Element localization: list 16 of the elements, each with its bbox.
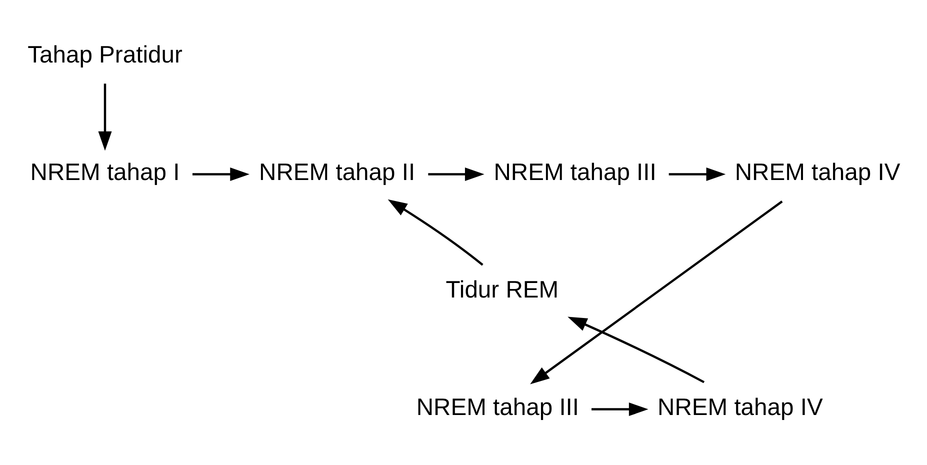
node-text: NREM tahap I [30, 158, 180, 186]
arrow [98, 83, 112, 150]
arrow [388, 198, 484, 266]
arrow [568, 316, 705, 383]
node-text: NREM tahap IV [734, 158, 900, 186]
arrow [428, 166, 484, 181]
node-text: NREM tahap IV [658, 393, 823, 420]
arrow [530, 200, 783, 384]
node-text: NREM tahap III [416, 393, 580, 420]
arrow [592, 402, 648, 416]
arrow [192, 166, 250, 181]
node-text: Tahap Pratidur [28, 40, 182, 68]
node-text: NREM tahap III [494, 158, 656, 186]
arrow [668, 166, 726, 181]
node-text: Tidur REM [446, 276, 559, 303]
node-text: NREM tahap II [259, 158, 416, 186]
